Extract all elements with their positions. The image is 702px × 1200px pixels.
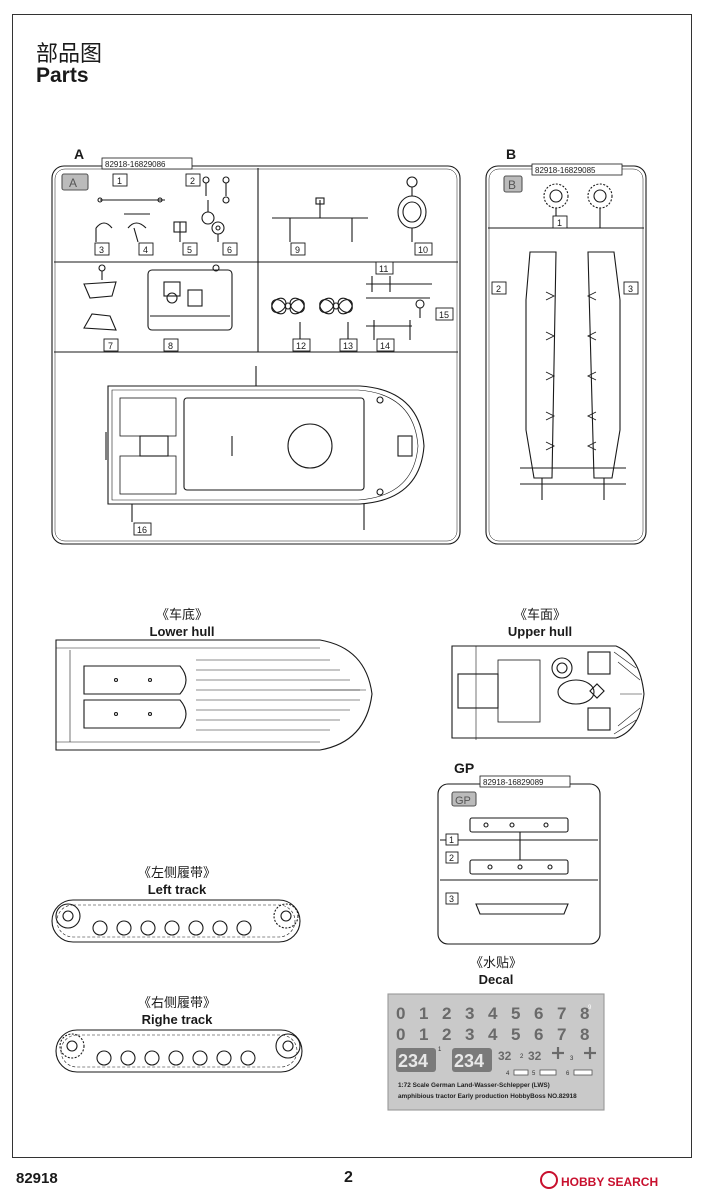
decal-digit-7b: 7 (557, 1025, 566, 1044)
watermark-icon (540, 1171, 558, 1189)
decal-digit-4b: 4 (488, 1025, 498, 1044)
sprue-a-part-13: 13 (343, 341, 353, 351)
lower-hull-en: Lower hull (149, 624, 215, 639)
right-track-caption: 《右侧履带》 Righe track (97, 996, 257, 1028)
right-track-en: Righe track (141, 1012, 213, 1027)
product-code: 82918 (16, 1170, 58, 1187)
decal-digit-5: 5 (511, 1004, 520, 1023)
decal-digit-0b: 0 (396, 1025, 405, 1044)
sprue-a-part-2: 2 (190, 176, 195, 186)
sprue-a-part-1: 1 (117, 176, 122, 186)
decal-index-6: 6 (566, 1071, 570, 1077)
sprue-a-part-5: 5 (187, 245, 192, 255)
upper-hull-en: Upper hull (507, 624, 573, 639)
decal-en: Decal (478, 972, 514, 987)
left-track-en: Left track (147, 882, 207, 897)
sprue-a-upper-hull-part (105, 385, 425, 505)
sprue-b-letter: B (506, 146, 517, 162)
decal-small-number-2: 32 (528, 1049, 542, 1063)
sprue-a: A 82918-16829086 (51, 157, 461, 545)
left-track-caption: 《左侧履带》 Left track (97, 866, 257, 898)
left-track-cn: 《左侧履带》 (137, 866, 216, 881)
page-number: 2 (344, 1169, 353, 1186)
right-track-cn: 《右侧履带》 (137, 996, 216, 1011)
sprue-a-part-8: 8 (168, 341, 173, 351)
sprue-a-part-10: 10 (418, 245, 428, 255)
decal-digit-8: 8 (580, 1004, 589, 1023)
decal-digit-6: 6 (534, 1004, 543, 1023)
decal-digit-3: 3 (465, 1004, 474, 1023)
decal-big-number-2: 234 (454, 1051, 484, 1071)
page-title-en: Parts (36, 64, 89, 87)
sprue-a-part-4: 4 (143, 245, 148, 255)
watermark-logo: HOBBY SEARCH (540, 1171, 658, 1189)
sprue-gp-part-3: 3 (449, 894, 454, 904)
page-title-cn: 部品图 (36, 42, 103, 67)
decal-digit-1: 1 (419, 1004, 428, 1023)
lower-hull-cn: 《车底》 (155, 608, 208, 623)
upper-hull-cn: 《车面》 (513, 608, 566, 623)
decal-digit-6b: 6 (534, 1025, 543, 1044)
sprue-gp-part-2: 2 (449, 853, 454, 863)
decal-digit-3b: 3 (465, 1025, 474, 1044)
decal-digit-2b: 2 (442, 1025, 451, 1044)
left-track-drawing (51, 899, 301, 943)
sprue-a-part-16: 16 (137, 525, 147, 535)
sprue-a-part-3: 3 (99, 245, 104, 255)
decal-small-number-1: 32 (498, 1049, 512, 1063)
sprue-a-part-15: 15 (439, 310, 449, 320)
decal-cn: 《水贴》 (469, 956, 522, 971)
sprue-gp-tag: GP (455, 795, 471, 807)
sprue-a-part-14: 14 (380, 341, 390, 351)
right-track-drawing (55, 1029, 303, 1073)
decal-index-4: 4 (506, 1071, 510, 1077)
page-frame (12, 14, 692, 1158)
decal-big-number-1: 234 (398, 1051, 428, 1071)
sprue-b-part-3: 3 (628, 284, 633, 294)
sprue-gp-letter: GP (454, 760, 475, 776)
sprue-a-letter: A (74, 146, 85, 162)
decal-digit-7: 7 (557, 1004, 566, 1023)
sprue-a-part-9: 9 (295, 245, 300, 255)
sprue-a-part-6: 6 (227, 245, 232, 255)
decal-index-5: 5 (532, 1071, 536, 1077)
sprue-a-part-7: 7 (108, 341, 113, 351)
decal-line-1: 1:72 Scale German Land-Wasser-Schlepper … (398, 1082, 550, 1089)
decal-caption: 《水贴》 Decal (416, 956, 576, 988)
decal-index-2: 2 (520, 1054, 524, 1060)
decal-digit-9: 9 (588, 1005, 592, 1011)
sprue-b-tag: B (508, 178, 516, 192)
decal-line-2: amphibious tractor Early production Hobb… (398, 1093, 577, 1100)
sprue-b-part-2: 2 (496, 284, 501, 294)
decal-digit-8b: 8 (580, 1025, 589, 1044)
sprue-gp: GP 82918-16829089 1 2 3 (437, 775, 601, 945)
decal-digit-4: 4 (488, 1004, 498, 1023)
decal-index-3: 3 (570, 1056, 574, 1062)
upper-hull-drawing (451, 645, 645, 740)
sprue-a-part-12: 12 (296, 341, 306, 351)
decal-digit-5b: 5 (511, 1025, 520, 1044)
decal-digit-0: 0 (396, 1004, 405, 1023)
decal-digit-2: 2 (442, 1004, 451, 1023)
upper-hull-caption: 《车面》 Upper hull (460, 608, 620, 640)
sprue-b-part-1: 1 (557, 218, 562, 228)
sprue-gp-code: 82918-16829089 (483, 778, 544, 787)
watermark-text: HOBBY SEARCH (561, 1175, 659, 1189)
sprue-a-part-11: 11 (379, 264, 388, 274)
lower-hull-drawing (55, 639, 373, 751)
sprue-gp-part-1: 1 (449, 835, 454, 845)
sprue-b-code: 82918-16829085 (535, 166, 596, 175)
decal-index-1: 1 (438, 1047, 442, 1053)
lower-hull-caption: 《车底》 Lower hull (102, 608, 262, 640)
sprue-a-code: 82918-16829086 (105, 160, 166, 169)
decal-digit-1b: 1 (419, 1025, 428, 1044)
decal-sheet: 0 1 2 3 4 5 6 7 8 0 1 2 3 4 5 6 7 8 9 23… (387, 993, 605, 1111)
sprue-b: B 82918-16829085 1 2 3 (485, 163, 647, 545)
sprue-a-tag: A (69, 176, 77, 190)
